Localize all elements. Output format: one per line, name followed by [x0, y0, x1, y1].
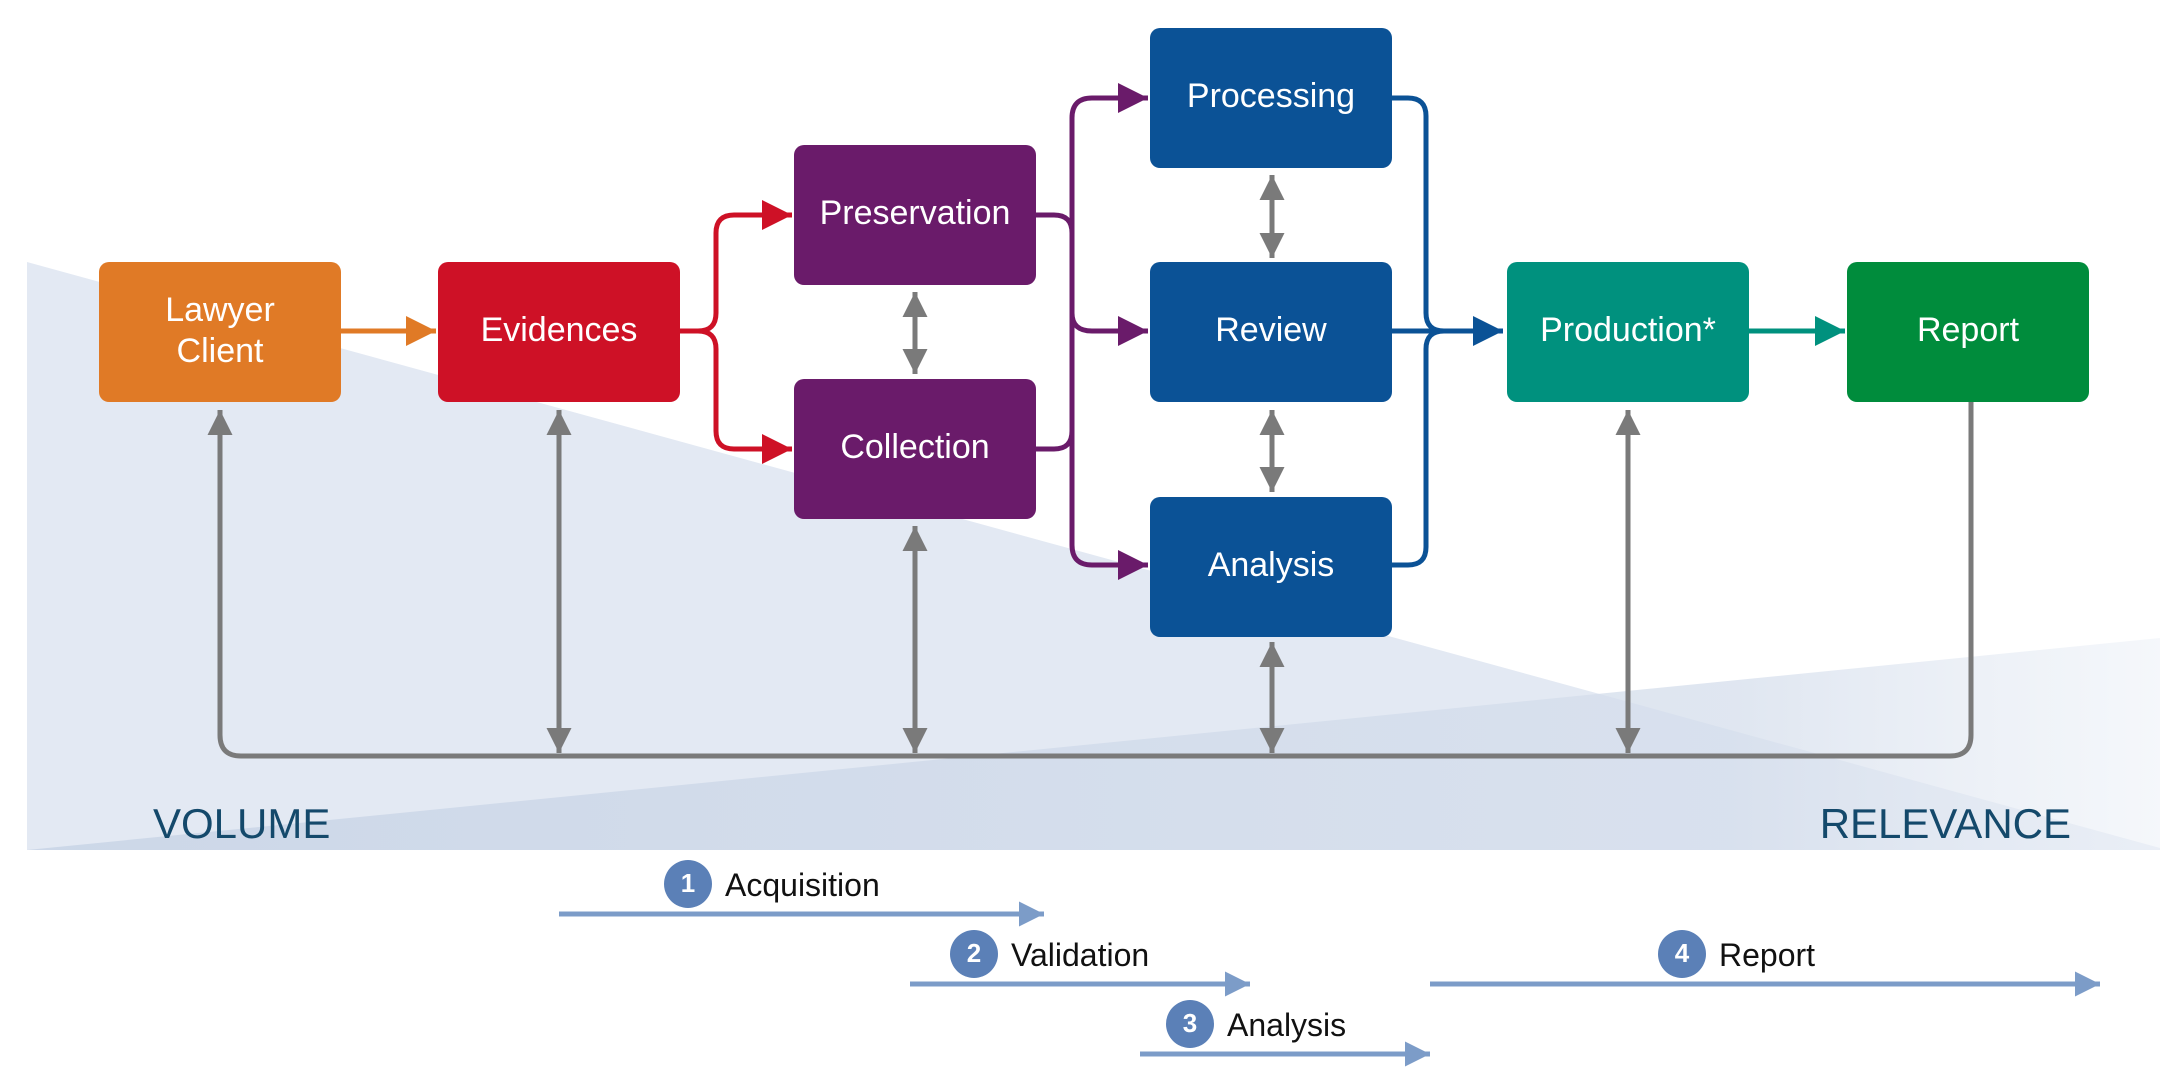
relevance-label: RELEVANCE: [1820, 800, 2071, 847]
review-box[interactable]: Review: [1150, 262, 1392, 402]
production-label: Production*: [1540, 311, 1716, 349]
phase-1-label: Acquisition: [725, 867, 880, 903]
analysis-box[interactable]: Analysis: [1150, 497, 1392, 637]
phase-3-number: 3: [1183, 1008, 1197, 1038]
phase-3: 3 Analysis: [1166, 1000, 1346, 1048]
phase-2: 2 Validation: [950, 930, 1149, 978]
lawyer-client-label-line1: Lawyer: [165, 291, 275, 329]
arrow-collection-trunk: [1036, 430, 1075, 452]
analysis-label: Analysis: [1208, 546, 1335, 584]
production-box[interactable]: Production*: [1507, 262, 1749, 402]
preservation-box[interactable]: Preservation: [794, 145, 1036, 285]
phase-4-number: 4: [1675, 938, 1690, 968]
arrow-to-processing: [1069, 83, 1148, 433]
lawyer-client-label-line2: Client: [177, 332, 264, 370]
arrow-analysis-production: [1392, 328, 1445, 568]
evidences-box[interactable]: Evidences: [438, 262, 680, 402]
phase-4-label: Report: [1719, 937, 1815, 973]
bus-line: [207, 402, 1974, 759]
arrow-preservation-trunk: [1036, 212, 1075, 234]
report-box[interactable]: Report: [1847, 262, 2089, 402]
report-label: Report: [1917, 311, 2020, 349]
collection-label: Collection: [840, 428, 989, 466]
phase-3-badge: [1166, 1000, 1214, 1048]
phase-2-label: Validation: [1011, 937, 1149, 973]
processing-box[interactable]: Processing: [1150, 28, 1392, 168]
flow-arrows: [340, 83, 1845, 580]
evidences-label: Evidences: [481, 311, 638, 349]
phase-2-number: 2: [967, 938, 981, 968]
phase-1-number: 1: [681, 868, 695, 898]
phase-1: 1 Acquisition: [664, 860, 880, 908]
phase-4: 4 Report: [1658, 930, 1815, 978]
preservation-label: Preservation: [820, 194, 1011, 232]
arrow-processing-production: [1392, 95, 1445, 334]
processing-label: Processing: [1187, 77, 1355, 115]
phase-3-label: Analysis: [1227, 1007, 1346, 1043]
background-wedges: [27, 262, 2160, 850]
volume-label: VOLUME: [153, 800, 330, 847]
phase-4-badge: [1658, 930, 1706, 978]
arrow-to-analysis: [1069, 433, 1148, 580]
feedback-loop: [207, 175, 1974, 759]
arrow-evidences-collection: [697, 328, 792, 464]
arrow-to-review: [1069, 312, 1148, 346]
phase-1-badge: [664, 860, 712, 908]
arrow-evidences-preservation: [680, 200, 792, 334]
review-label: Review: [1215, 311, 1327, 349]
phase-2-badge: [950, 930, 998, 978]
collection-box[interactable]: Collection: [794, 379, 1036, 519]
phase-timeline: [559, 901, 2100, 1067]
lawyer-client-box[interactable]: Lawyer Client: [99, 262, 341, 402]
